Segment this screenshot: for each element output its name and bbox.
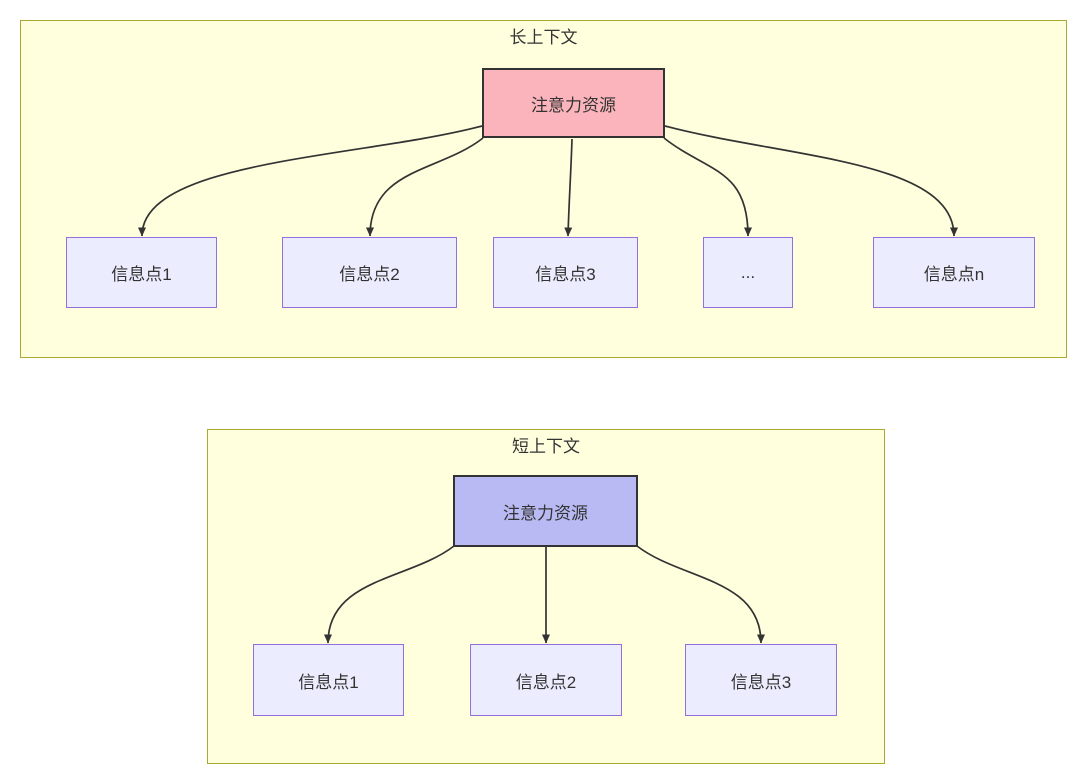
- node-label: 注意力资源: [531, 95, 616, 115]
- info-node-short-3: 信息点3: [685, 644, 837, 716]
- node-label: 信息点3: [730, 672, 792, 692]
- node-label: 信息点3: [535, 265, 596, 284]
- panel-short-context-title: 短上下文: [512, 437, 580, 456]
- info-node-long-n: 信息点n: [873, 237, 1035, 308]
- info-node-short-2: 信息点2: [470, 644, 622, 716]
- info-node-long-3: 信息点3: [493, 237, 638, 308]
- node-label: 信息点2: [339, 265, 400, 284]
- node-label: 信息点2: [515, 672, 577, 692]
- info-node-long-2: 信息点2: [282, 237, 457, 308]
- attention-resource-node-short: 注意力资源: [453, 475, 638, 547]
- info-node-long-ellipsis: ...: [703, 237, 793, 308]
- node-label: ...: [740, 262, 756, 282]
- info-node-short-1: 信息点1: [253, 644, 404, 716]
- node-label: 信息点1: [111, 265, 172, 284]
- attention-resource-node-long: 注意力资源: [482, 68, 665, 138]
- node-label: 信息点1: [298, 672, 359, 692]
- node-label: 信息点n: [923, 265, 985, 284]
- node-label: 注意力资源: [503, 503, 588, 523]
- info-node-long-1: 信息点1: [66, 237, 217, 308]
- panel-long-context-title: 长上下文: [509, 28, 578, 47]
